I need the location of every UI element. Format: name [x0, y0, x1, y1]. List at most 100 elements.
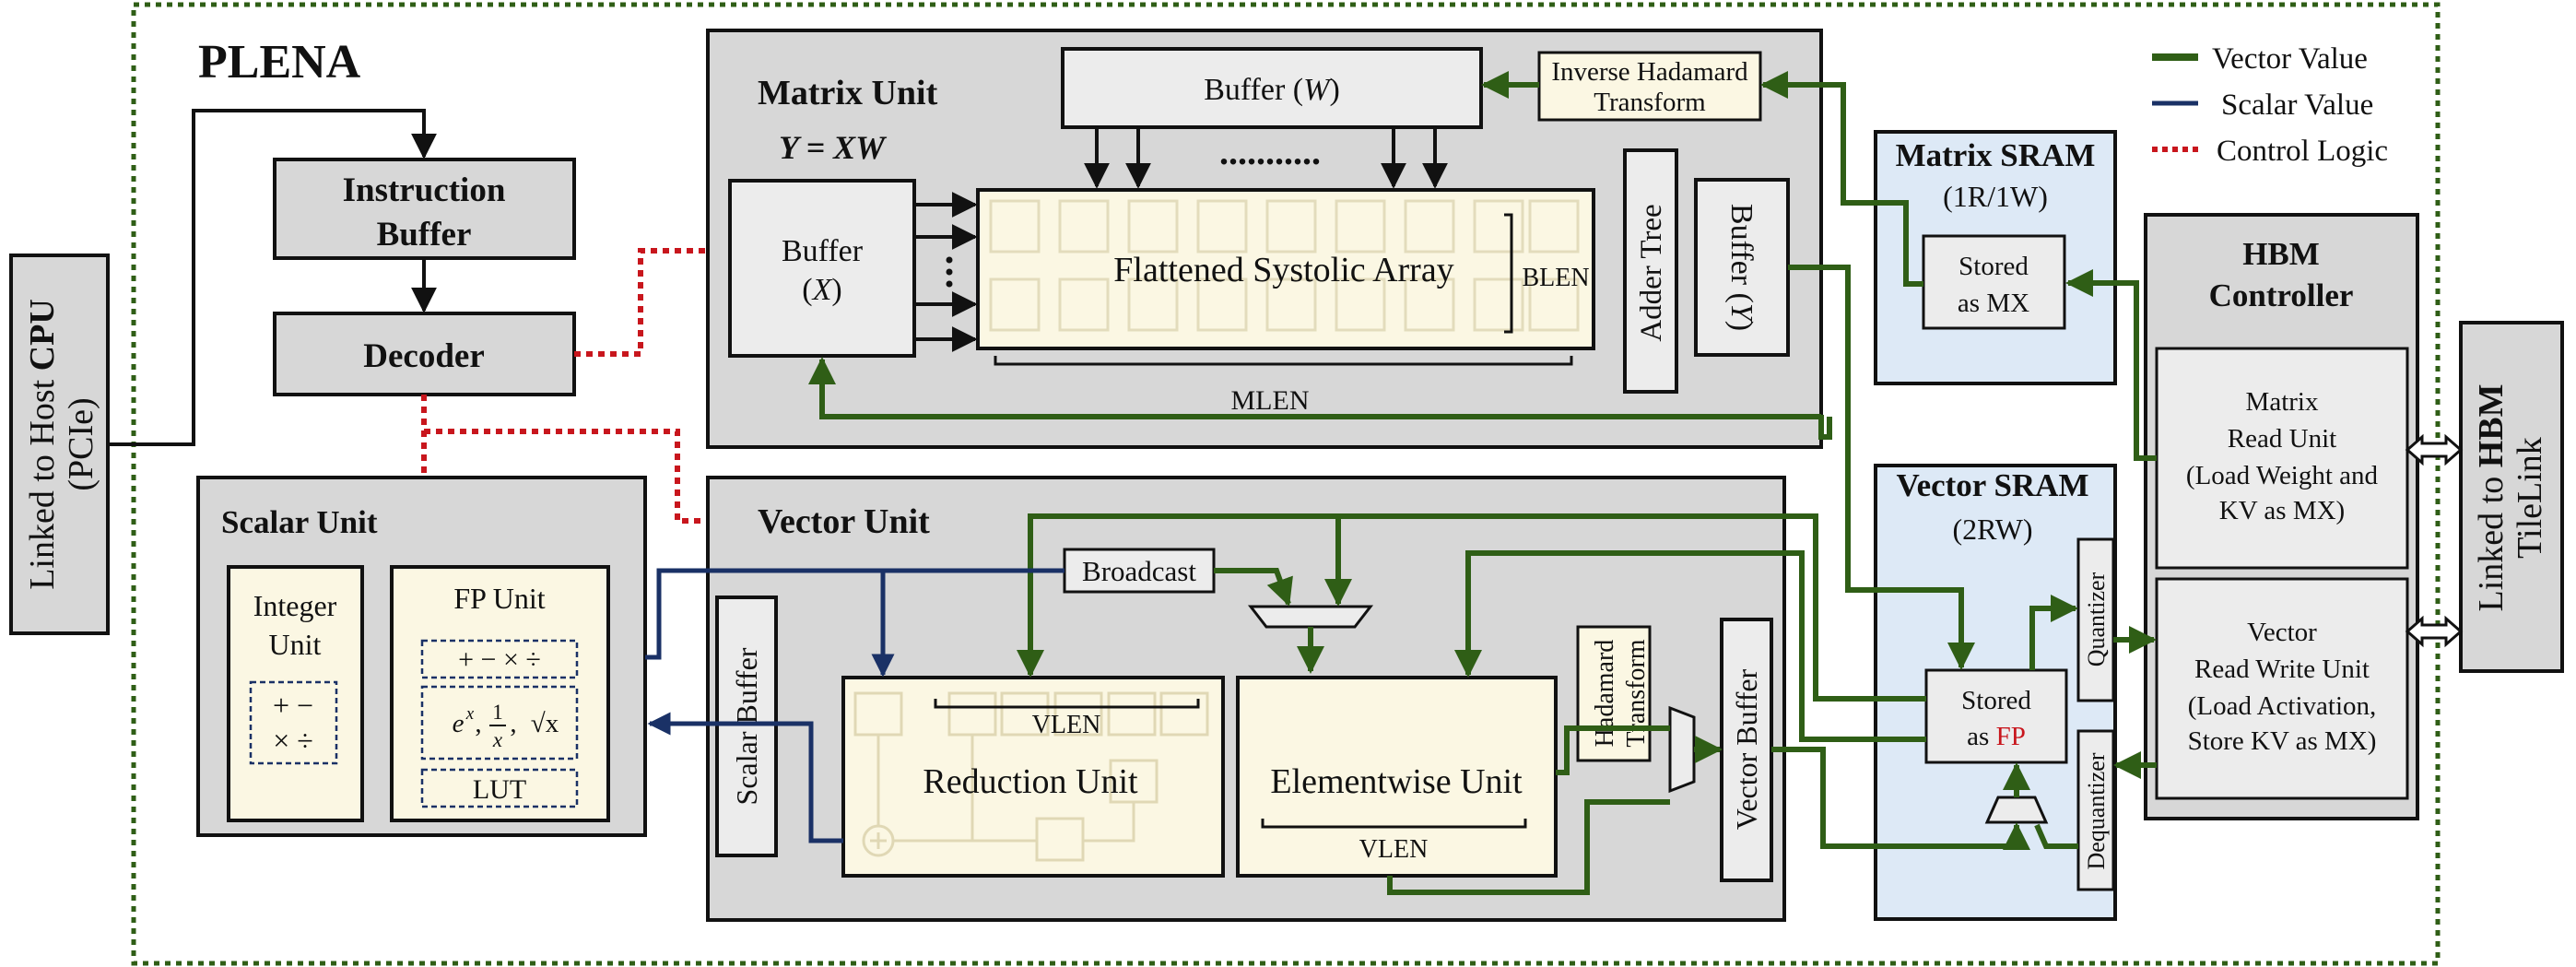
systolic-cell — [1473, 277, 1524, 332]
matrix-unit: Matrix Unit Y = XW Buffer (W) ..........… — [706, 29, 1823, 449]
hbm-controller: HBM Controller Matrix Read Unit (Load We… — [2144, 213, 2419, 820]
svg-text:Matrix: Matrix — [2246, 387, 2319, 417]
svg-text:Unit: Unit — [269, 628, 322, 661]
svg-text:(1R/1W): (1R/1W) — [1943, 180, 2048, 213]
systolic-cell — [1127, 277, 1179, 332]
reduction-tree-graphic — [853, 691, 1209, 862]
systolic-cell — [1058, 277, 1110, 332]
blen-bracket — [1504, 213, 1513, 334]
systolic-cell — [1404, 199, 1455, 254]
svg-text:Vector Unit: Vector Unit — [758, 502, 930, 541]
host-to-instruction-arrow — [108, 109, 437, 446]
svg-text:+ − × ÷: + − × ÷ — [458, 644, 541, 675]
vector-sram-storage — [1924, 668, 2068, 764]
vector-sram: Vector SRAM (2RW) Stored as FP Quantizer… — [1874, 464, 2117, 921]
svg-text:Controller: Controller — [2209, 277, 2354, 313]
svg-text:VLEN: VLEN — [1032, 711, 1101, 739]
svg-text:Broadcast: Broadcast — [1082, 555, 1196, 587]
svg-text:Control Logic: Control Logic — [2217, 135, 2388, 168]
vector-unit: Vector Unit Broadcast Scalar Buffer VLEN… — [706, 476, 1786, 922]
scalar-value-links — [645, 568, 1065, 843]
svg-text:Buffer (Y): Buffer (Y) — [1724, 204, 1759, 331]
svg-text:Vector Value: Vector Value — [2212, 42, 2368, 76]
svg-text:(Load Activation,: (Load Activation, — [2188, 691, 2377, 721]
hbm-tilelink-links — [2405, 433, 2464, 648]
svg-text:Integer: Integer — [253, 589, 337, 622]
svg-text:LUT: LUT — [473, 774, 526, 805]
svg-text:Vector Buffer: Vector Buffer — [1730, 668, 1763, 830]
svg-text:(X): (X) — [802, 273, 841, 307]
fp-unit — [390, 565, 610, 822]
svg-text:MLEN: MLEN — [1231, 385, 1310, 416]
systolic-cell — [1058, 199, 1110, 254]
svg-text:Buffer (W): Buffer (W) — [1204, 73, 1340, 107]
svg-text:Decoder: Decoder — [363, 337, 485, 375]
scalar-buffer — [715, 596, 778, 857]
svg-text:,: , — [510, 709, 516, 738]
buffer-x — [728, 179, 916, 358]
svg-text:VLEN: VLEN — [1359, 835, 1429, 864]
systolic-cell — [1335, 199, 1386, 254]
dequantizer — [2076, 729, 2115, 891]
systolic-cell — [989, 277, 1041, 332]
svg-text:(2RW): (2RW) — [1952, 513, 2032, 546]
svg-text:Read Write Unit: Read Write Unit — [2194, 654, 2370, 684]
hadamard-transform — [1576, 625, 1652, 762]
svg-text:Buffer: Buffer — [782, 234, 864, 268]
svg-text:Reduction Unit: Reduction Unit — [923, 762, 1138, 801]
svg-text:Instruction: Instruction — [343, 171, 506, 209]
plena-title: PLENA — [198, 36, 361, 88]
vector-mux — [1247, 605, 1374, 629]
buffer-w-to-array-arrows — [1084, 127, 1448, 189]
matrix-read-unit — [2155, 347, 2409, 570]
svg-text:Dequantizer: Dequantizer — [2083, 752, 2110, 869]
svg-text:Y = XW: Y = XW — [779, 129, 888, 166]
systolic-cell — [1528, 277, 1580, 332]
fp-ops-box — [420, 639, 579, 679]
svg-text:Buffer: Buffer — [377, 216, 472, 254]
plena-boundary — [131, 2, 2441, 966]
mlen-bracket — [994, 356, 1573, 366]
svg-text:HBM: HBM — [2242, 236, 2320, 272]
svg-text:Vector: Vector — [2247, 618, 2317, 647]
vector-read-write-unit — [2155, 577, 2409, 800]
systolic-cell — [1265, 199, 1317, 254]
svg-text:Flattened Systolic Array: Flattened Systolic Array — [1113, 251, 1453, 289]
decoder: Decoder — [273, 312, 576, 396]
svg-text:e: e — [453, 709, 465, 738]
instruction-buffer: Instruction Buffer — [273, 158, 576, 260]
svg-text:Stored: Stored — [1958, 252, 2029, 281]
fp-func-box — [420, 685, 579, 761]
svg-text:Transform: Transform — [1594, 88, 1706, 117]
buffer-x-to-array-arrows — [914, 192, 978, 352]
svg-text:x: x — [465, 704, 475, 724]
systolic-cell — [1528, 199, 1580, 254]
matrix-sram-storage — [1922, 234, 2066, 330]
svg-text:BLEN: BLEN — [1522, 264, 1589, 292]
legend: Vector Value Scalar Value Control Logic — [2152, 42, 2388, 168]
scalar-unit: Scalar Unit Integer Unit + − × ÷ FP Unit… — [196, 476, 647, 837]
svg-text:1: 1 — [492, 701, 503, 724]
svg-text:√x: √x — [531, 709, 559, 738]
matrix-sram: Matrix SRAM (1R/1W) Stored as MX — [1874, 130, 2117, 385]
svg-text:...........: ........... — [1219, 131, 1321, 172]
svg-text:FP Unit: FP Unit — [453, 582, 545, 615]
svg-text:Adder Tree: Adder Tree — [1635, 204, 1668, 341]
svg-text:Elementwise Unit: Elementwise Unit — [1270, 762, 1523, 801]
svg-text:(PCIe): (PCIe) — [62, 397, 100, 490]
vector-buffer-mux — [1668, 705, 1696, 794]
systolic-cell — [1404, 277, 1455, 332]
svg-text:KV as MX): KV as MX) — [2219, 496, 2345, 525]
svg-text:Matrix SRAM: Matrix SRAM — [1896, 137, 2096, 173]
svg-text:Quantizer: Quantizer — [2083, 572, 2110, 666]
svg-text:Read Unit: Read Unit — [2228, 424, 2336, 454]
svg-text:× ÷: × ÷ — [273, 724, 313, 757]
reduction-unit — [841, 676, 1225, 878]
svg-text:Scalar Buffer: Scalar Buffer — [730, 647, 763, 805]
quantizer — [2076, 537, 2115, 702]
systolic-cells — [989, 199, 1580, 332]
svg-text:as MX: as MX — [1958, 289, 2029, 318]
vector-sram-mux — [1984, 796, 2049, 824]
svg-text:Scalar Unit: Scalar Unit — [221, 504, 378, 540]
lut-box — [420, 768, 579, 808]
